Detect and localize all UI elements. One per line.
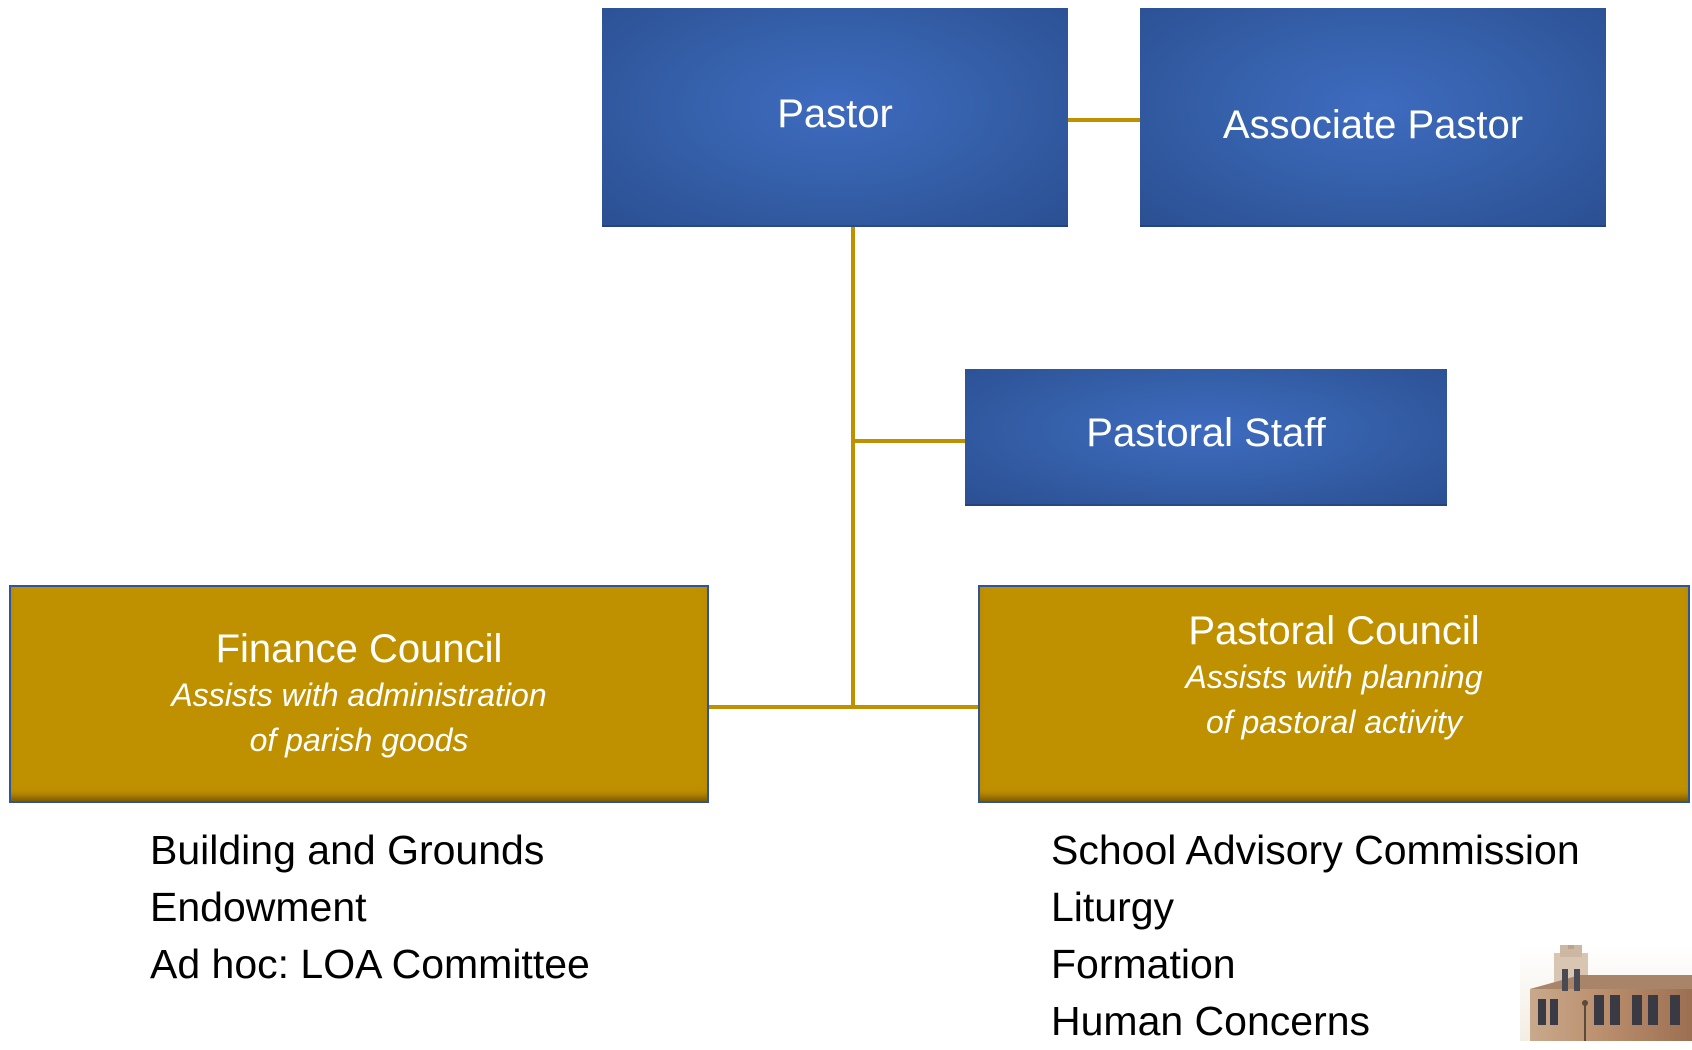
list-item: Formation bbox=[1051, 941, 1236, 987]
pastor-title: Pastor bbox=[777, 92, 893, 136]
associate-pastor-box: Associate Pastor bbox=[1140, 8, 1606, 227]
pastoral-council-title: Pastoral Council bbox=[1188, 609, 1480, 653]
list-item: School Advisory Commission bbox=[1051, 827, 1580, 873]
pastoral-staff-box: Pastoral Staff bbox=[965, 369, 1447, 506]
list-item: Endowment bbox=[150, 884, 367, 930]
pastoral-council-subtitle-line1: Assists with planning bbox=[1185, 659, 1483, 695]
connector-councils-horizontal bbox=[708, 705, 980, 709]
church-building-icon bbox=[1520, 945, 1692, 1041]
finance-council-box: Finance Council Assists with administrat… bbox=[9, 585, 709, 803]
pastoral-council-box: Pastoral Council Assists with planning o… bbox=[978, 585, 1690, 803]
church-building-image bbox=[1520, 945, 1692, 1041]
connector-pastor-associate bbox=[1068, 118, 1140, 122]
associate-pastor-title: Associate Pastor bbox=[1222, 103, 1524, 147]
list-item: Building and Grounds bbox=[150, 827, 545, 873]
pastoral-staff-title: Pastoral Staff bbox=[1086, 411, 1326, 455]
finance-council-title: Finance Council bbox=[215, 627, 503, 671]
list-item: Liturgy bbox=[1051, 884, 1175, 930]
pastoral-council-subtitle-line2: of pastoral activity bbox=[1205, 703, 1463, 740]
list-item: Ad hoc: LOA Committee bbox=[150, 941, 590, 987]
finance-council-subtitle-line1: Assists with administration bbox=[171, 677, 547, 713]
finance-council-subtitle-line2: of parish goods bbox=[249, 721, 469, 758]
pastor-box: Pastor bbox=[602, 8, 1068, 227]
connector-trunk-vertical bbox=[851, 226, 855, 707]
list-item: Human Concerns bbox=[1051, 998, 1371, 1044]
pastoral-committees-list: School Advisory Commission Liturgy Forma… bbox=[1051, 822, 1580, 1050]
connector-to-pastoral-staff bbox=[853, 439, 965, 443]
finance-committees-list: Building and Grounds Endowment Ad hoc: L… bbox=[150, 822, 590, 993]
